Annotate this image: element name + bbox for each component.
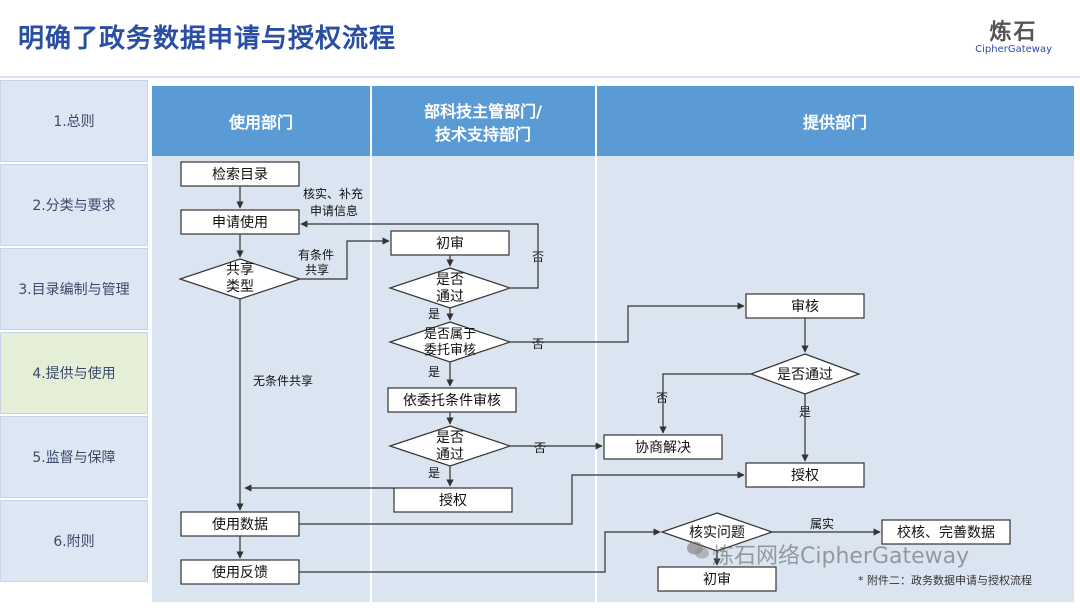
- logo-cn: 炼石: [989, 20, 1038, 45]
- page-title: 明确了政务数据申请与授权流程: [18, 24, 397, 54]
- node-entrust-review-label: 依委托条件审核: [403, 392, 501, 409]
- label-yes-2: 是: [428, 365, 440, 379]
- watermark: 炼石网络CipherGateway: [712, 544, 970, 569]
- process-flowchart: 使用部门 部科技主管部门/ 技术支持部门 提供部门 检索目录 申请使用 共享 类…: [152, 86, 1074, 602]
- node-entrust-label-1: 是否属于: [424, 327, 476, 342]
- node-pass-1-label-2: 通过: [436, 289, 464, 305]
- node-search: [180, 161, 300, 187]
- node-pass-1-label-1: 是否: [436, 272, 464, 288]
- node-audit-pass-label: 是否通过: [777, 367, 833, 383]
- node-authorize-right: [745, 462, 865, 488]
- node-negotiate: [603, 434, 723, 460]
- wechat-icon: [687, 541, 709, 559]
- node-negotiate-label: 协商解决: [635, 440, 691, 456]
- node-correct-label: 校核、完善数据: [897, 524, 995, 541]
- column-header-tech-2: 技术支持部门: [435, 125, 531, 144]
- node-authorize-right-label: 授权: [791, 468, 819, 484]
- section-nav: 1.总则 2.分类与要求 3.目录编制与管理 4.提供与使用 5.监督与保障 6…: [0, 80, 148, 584]
- label-no-3: 否: [534, 441, 546, 455]
- column-header-provider: 提供部门: [803, 113, 867, 132]
- label-unconditional: 无条件共享: [253, 373, 313, 388]
- nav-item-1[interactable]: 1.总则: [0, 80, 148, 162]
- footnote: * 附件二：政务数据申请与授权流程: [858, 574, 1032, 587]
- node-verify-label: 核实问题: [689, 525, 745, 541]
- node-correct: [881, 519, 1011, 545]
- label-yes-3: 是: [428, 466, 440, 480]
- nav-item-5[interactable]: 5.监督与保障: [0, 416, 148, 498]
- node-apply-label: 申请使用: [212, 214, 268, 231]
- node-first-review-2-label: 初审: [703, 571, 731, 588]
- node-entrust-label-2: 委托审核: [424, 343, 476, 358]
- label-no-4: 否: [656, 391, 668, 405]
- node-audit: [745, 293, 865, 319]
- node-pass-2-label-1: 是否: [436, 430, 464, 446]
- column-header-tech-1: 部科技主管部门/: [424, 102, 542, 121]
- column-header-user: 使用部门: [228, 113, 293, 132]
- node-search-label: 检索目录: [212, 166, 268, 183]
- title-divider: [0, 76, 1080, 78]
- node-feedback-label: 使用反馈: [212, 564, 268, 581]
- node-audit-label: 审核: [791, 299, 819, 315]
- nav-item-3[interactable]: 3.目录编制与管理: [0, 248, 148, 330]
- node-pass-2-label-2: 通过: [436, 447, 464, 463]
- label-yes-1: 是: [428, 307, 440, 321]
- nav-item-6[interactable]: 6.附则: [0, 500, 148, 582]
- node-feedback: [180, 559, 300, 585]
- nav-item-4[interactable]: 4.提供与使用: [0, 332, 148, 414]
- nav-item-2[interactable]: 2.分类与要求: [0, 164, 148, 246]
- node-authorize-mid-label: 授权: [439, 493, 467, 509]
- label-conditional-1: 有条件: [298, 248, 334, 262]
- node-first-review: [390, 230, 510, 256]
- node-share-type-label-2: 类型: [226, 279, 254, 295]
- label-verify-supplement-1: 核实、补充: [303, 186, 363, 201]
- node-share-type-label-1: 共享: [226, 261, 254, 278]
- header-band: [152, 86, 1074, 156]
- label-no-2: 否: [532, 337, 544, 351]
- brand-logo: 炼石 CipherGateway: [975, 14, 1052, 55]
- node-entrust-review: [387, 387, 517, 413]
- node-first-review-label: 初审: [436, 235, 464, 252]
- logo-en: CipherGateway: [975, 44, 1052, 55]
- label-conditional-2: 共享: [305, 262, 329, 277]
- node-authorize-mid: [393, 487, 513, 513]
- label-true-fact: 属实: [810, 516, 834, 531]
- label-verify-supplement-2: 申请信息: [310, 203, 358, 218]
- node-use-data-label: 使用数据: [212, 516, 268, 533]
- node-first-review-2: [657, 566, 777, 592]
